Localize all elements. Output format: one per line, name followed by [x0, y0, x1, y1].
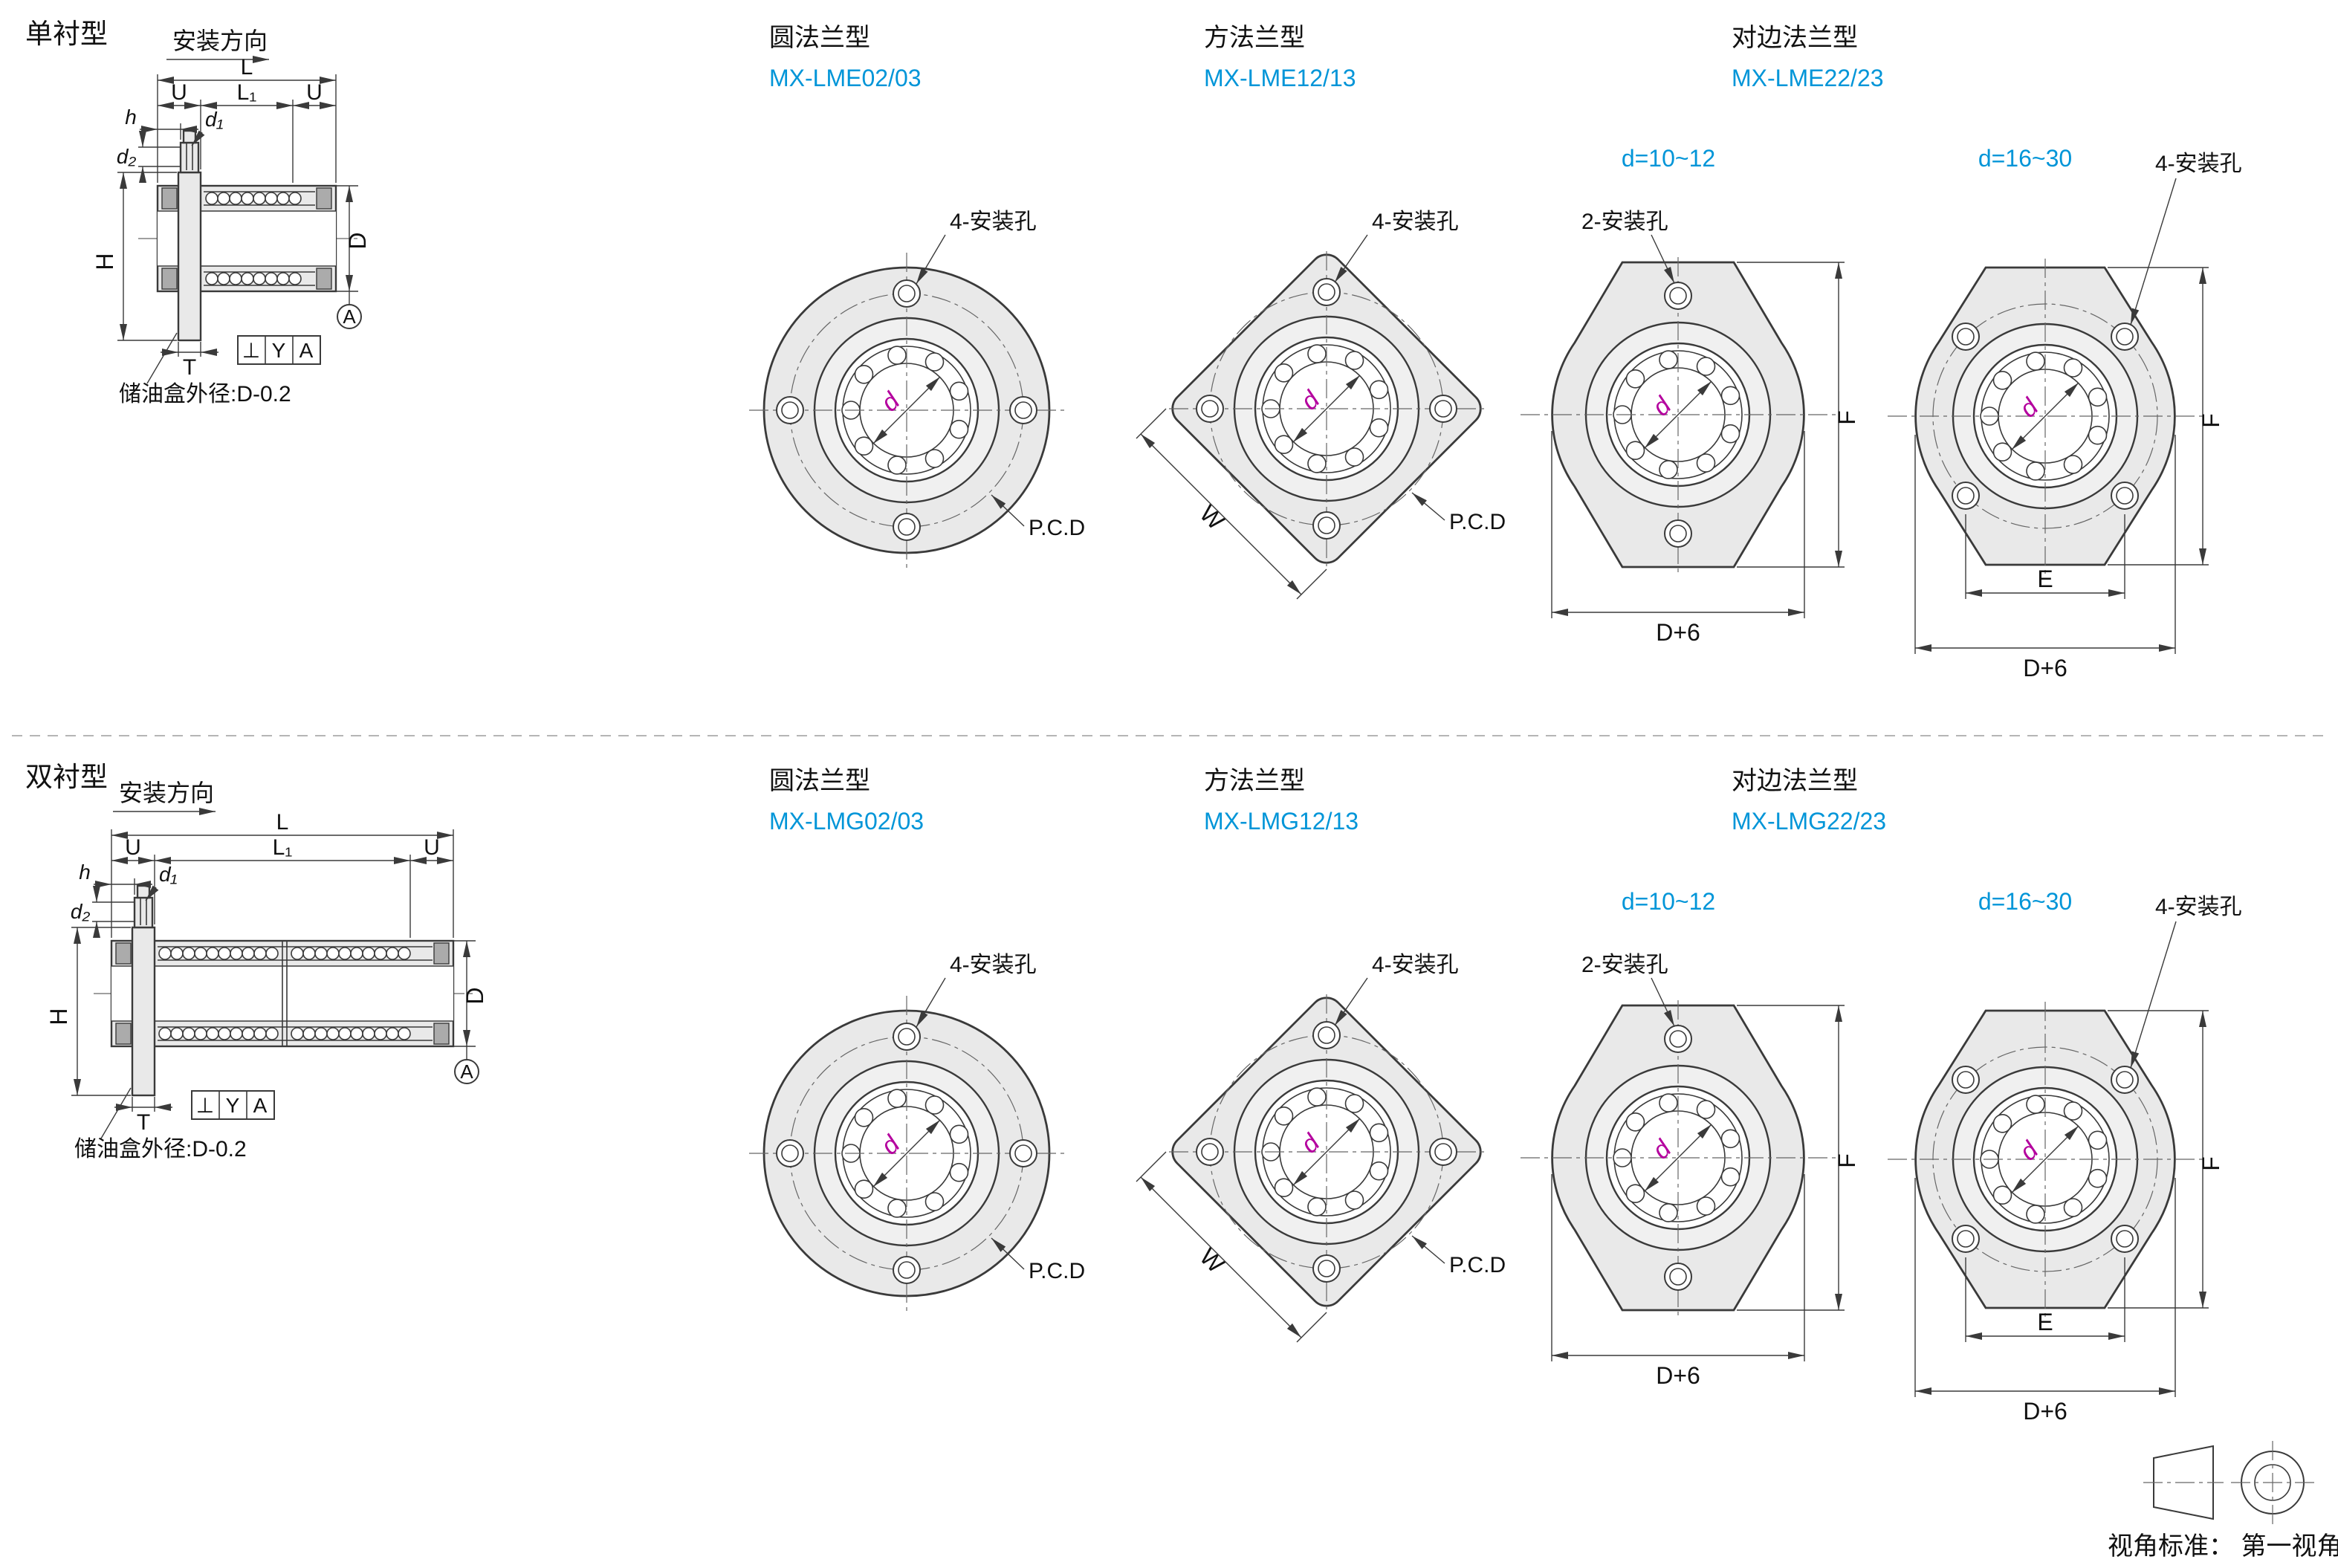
round-flange-title: 圆法兰型 — [769, 24, 870, 52]
first-angle-projection-symbol — [2143, 1441, 2314, 1524]
datum-label-A: A — [460, 1060, 473, 1083]
perpendicularity-symbol: ⊥ — [196, 1094, 214, 1117]
pcd-label: P.C.D — [1029, 516, 1085, 540]
tolerance-datum-A: A — [253, 1094, 268, 1117]
datum-circle — [337, 304, 362, 329]
section-single: 单衬型 安装方向 — [25, 19, 2242, 681]
mount-holes-label: 4-安装孔 — [1372, 953, 1459, 977]
dim-label-H: H — [91, 253, 118, 270]
dim-label-D6: D+6 — [2023, 655, 2067, 681]
tolerance-value-Y: Y — [272, 339, 286, 362]
dim-label-U: U — [125, 835, 141, 860]
dim-label-L: L — [276, 810, 289, 835]
dim-label-W: W — [1194, 1243, 1229, 1278]
square-flange-title: 方法兰型 — [1204, 767, 1305, 795]
dim-label-d2: d₂ — [71, 900, 91, 923]
bore-range-small: d=10~12 — [1622, 888, 1715, 915]
opposite-flange-4hole-view-double: d=16~30 d 4-安装孔 F E D+6 — [1888, 888, 2242, 1425]
perpendicularity-symbol: ⊥ — [242, 339, 260, 362]
dim-label-h: h — [79, 861, 91, 884]
bore-range-small: d=10~12 — [1622, 145, 1715, 172]
dim-label-E: E — [2037, 1309, 2053, 1335]
side-view-single: 安装方向 L — [91, 27, 371, 406]
opposite-flange-model: MX-LMG22/23 — [1732, 808, 1886, 835]
dim-label-D: D — [462, 987, 488, 1004]
datum-circle — [454, 1059, 479, 1084]
mount-holes-label: 4-安装孔 — [2155, 152, 2242, 176]
flange-plate — [131, 926, 156, 1097]
view-standard-label: 视角标准： 第一视角 — [2108, 1532, 2338, 1561]
dim-label-U: U — [171, 80, 187, 105]
mount-holes-label: 4-安装孔 — [950, 953, 1037, 977]
round-flange-model: MX-LMG02/03 — [769, 808, 924, 835]
dim-label-H: H — [45, 1008, 72, 1025]
opposite-flange-group-single: 对边法兰型 MX-LME22/23 d=10~12 d 2-安装孔 F D+6 … — [1521, 24, 2242, 681]
dim-label-F: F — [1833, 410, 1860, 425]
dim-label-h: h — [125, 106, 137, 129]
dim-label-F: F — [1833, 1153, 1860, 1168]
oil-box-label: 储油盒外径:D-0.2 — [74, 1137, 247, 1162]
tolerance-frame: ⊥ Y A — [191, 1090, 275, 1120]
side-view-double: 安装方向 — [45, 780, 488, 1162]
square-flange-model: MX-LME12/13 — [1204, 65, 1356, 91]
dim-label-L1: L₁ — [273, 835, 293, 860]
dim-label-L: L — [241, 55, 253, 80]
dim-label-D6: D+6 — [1656, 1362, 1700, 1389]
round-flange-model: MX-LME02/03 — [769, 65, 922, 91]
round-flange-title: 圆法兰型 — [769, 767, 870, 795]
dim-label-d1: d₁ — [205, 108, 224, 131]
dim-label-U: U — [424, 835, 440, 860]
pcd-label: P.C.D — [1029, 1259, 1085, 1283]
pcd-label: P.C.D — [1449, 510, 1506, 534]
opposite-flange-4hole-view-single: d=16~30 d 4-安装孔 F E D+6 — [1888, 145, 2242, 681]
opposite-flange-2hole-view-single: d=10~12 d 2-安装孔 F D+6 — [1521, 145, 1860, 646]
dim-label-T: T — [137, 1110, 150, 1135]
grease-nipple — [179, 141, 200, 174]
tolerance-frame: ⊥ Y A — [237, 335, 321, 365]
dim-label-D: D — [344, 232, 371, 249]
install-direction-label: 安装方向 — [172, 27, 268, 54]
opposite-flange-model: MX-LME22/23 — [1732, 65, 1884, 91]
opposite-flange-group-double: 对边法兰型 MX-LMG22/23 d=10~12 d 2-安装孔 F D+6 … — [1521, 767, 2242, 1425]
tolerance-value-Y: Y — [226, 1094, 240, 1117]
grease-nipple — [133, 896, 154, 929]
mount-holes-label: 4-安装孔 — [1372, 210, 1459, 234]
dim-label-L1: L₁ — [237, 80, 257, 105]
dim-label-D6: D+6 — [2023, 1398, 2067, 1425]
oil-box-label: 储油盒外径:D-0.2 — [119, 382, 291, 406]
round-flange-view-double: 圆法兰型 MX-LMG02/03 d 4-安装孔 P.C.D — [749, 767, 1085, 1311]
opposite-flange-title: 对边法兰型 — [1732, 24, 1858, 52]
flange-plate — [177, 171, 202, 342]
square-flange-model: MX-LMG12/13 — [1204, 808, 1359, 835]
dim-label-d1: d₁ — [159, 863, 178, 886]
bore-range-large: d=16~30 — [1978, 888, 2072, 915]
dim-label-T: T — [183, 355, 196, 380]
dim-label-E: E — [2037, 566, 2053, 592]
pcd-label: P.C.D — [1449, 1253, 1506, 1277]
bore-range-large: d=16~30 — [1978, 145, 2072, 172]
section-double: 双衬型 安装方向 — [25, 762, 2242, 1425]
opposite-flange-title: 对边法兰型 — [1732, 767, 1858, 795]
dim-label-d2: d₂ — [117, 145, 137, 168]
dim-label-D6: D+6 — [1656, 619, 1700, 646]
datum-label-A: A — [343, 305, 356, 328]
mount-holes-label: 2-安装孔 — [1581, 953, 1668, 977]
dim-label-U: U — [306, 80, 323, 105]
dim-label-F: F — [2198, 1156, 2224, 1171]
square-flange-view-single: 方法兰型 MX-LME12/13 d 4-安装孔 P.C.D W — [1136, 24, 1506, 600]
section-title-single: 单衬型 — [25, 19, 108, 49]
square-flange-title: 方法兰型 — [1204, 24, 1305, 52]
mount-holes-label: 4-安装孔 — [2155, 895, 2242, 919]
dim-label-W: W — [1194, 500, 1229, 535]
opposite-flange-2hole-view-double: d=10~12 d 2-安装孔 F D+6 — [1521, 888, 1860, 1389]
tolerance-datum-A: A — [299, 339, 314, 362]
square-flange-view-double: 方法兰型 MX-LMG12/13 d 4-安装孔 P.C.D W — [1136, 767, 1506, 1343]
dim-label-F: F — [2198, 413, 2224, 428]
round-flange-view-single: 圆法兰型 MX-LME02/03 d 4-安装孔 P.C.D — [749, 24, 1085, 568]
mount-holes-label: 4-安装孔 — [950, 210, 1037, 234]
section-title-double: 双衬型 — [25, 762, 108, 792]
install-direction-label: 安装方向 — [119, 780, 214, 806]
mount-holes-label: 2-安装孔 — [1581, 210, 1668, 234]
